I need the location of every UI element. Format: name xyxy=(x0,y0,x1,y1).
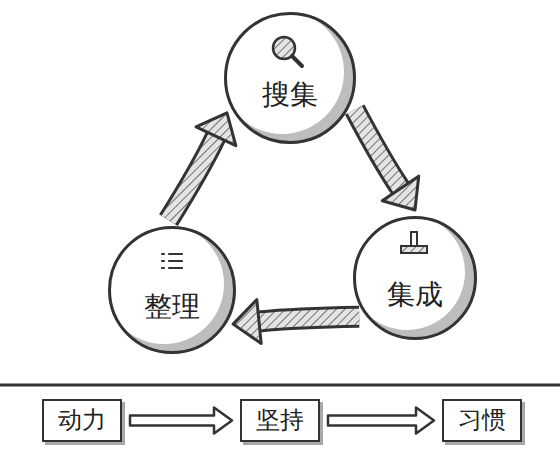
circle-shading xyxy=(220,10,356,144)
flow-arrow xyxy=(130,407,232,433)
cycle-circle: 集成 xyxy=(353,216,477,340)
stage-box: 习惯 xyxy=(442,399,522,442)
circle-label: 整理 xyxy=(144,291,200,323)
cycle-circle: 搜集 xyxy=(224,12,356,144)
arrow-outline xyxy=(355,110,401,189)
arrow-hatch xyxy=(168,136,215,220)
circle-fill xyxy=(349,214,465,330)
list-icon xyxy=(162,254,182,268)
arrow-head xyxy=(196,113,236,146)
arrow-hatch xyxy=(259,317,359,322)
list-dot xyxy=(162,260,164,262)
flow-arrow xyxy=(233,300,359,344)
arrow-head xyxy=(382,176,419,210)
list-dot xyxy=(162,253,164,255)
list-line xyxy=(169,260,182,262)
hollow-arrow xyxy=(328,407,434,433)
box-label: 坚持 xyxy=(256,406,304,435)
flow-arrow xyxy=(328,407,434,433)
cycle-circle: 整理 xyxy=(108,226,236,354)
stamp-handle xyxy=(411,232,417,246)
hollow-arrow xyxy=(130,407,232,433)
handle xyxy=(292,56,302,66)
stage-box: 坚持 xyxy=(240,399,320,442)
stamp-icon xyxy=(401,232,427,253)
circle-fill xyxy=(220,10,344,134)
stamp-base xyxy=(401,246,427,253)
circle-shading xyxy=(349,214,477,340)
arrow-outline xyxy=(259,317,359,322)
ground-line xyxy=(0,384,560,387)
stage-box: 动力 xyxy=(42,399,122,442)
circle-shading xyxy=(104,224,236,354)
circle-label: 集成 xyxy=(387,279,443,311)
flow-arrow xyxy=(355,110,419,210)
search-icon xyxy=(273,37,302,66)
circle-fill xyxy=(104,224,224,344)
box-label: 动力 xyxy=(58,406,106,435)
box-label: 习惯 xyxy=(458,406,506,435)
arrow-outline xyxy=(168,136,215,220)
list-line xyxy=(169,253,182,255)
list-dot xyxy=(162,267,164,269)
list-line xyxy=(169,267,182,269)
circle-label: 搜集 xyxy=(262,79,318,111)
arrow-head xyxy=(233,300,261,344)
flow-arrow xyxy=(168,113,235,220)
arrow-hatch xyxy=(355,110,401,189)
